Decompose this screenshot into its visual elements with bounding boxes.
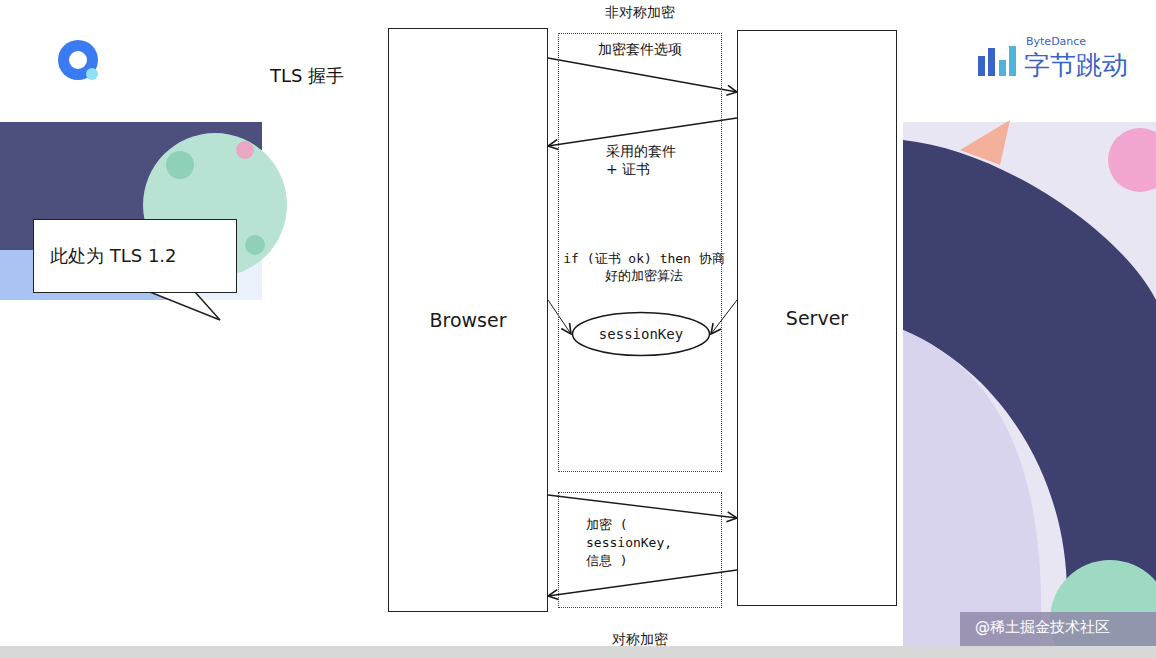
app-logo [58,40,98,80]
callout-bubble: 此处为 TLS 1.2 [33,219,237,293]
logo-bar [999,60,1006,76]
message-arrow [548,570,737,596]
planet-spot [166,151,194,179]
footer-band [960,612,1156,646]
message-arrow [548,495,737,518]
planet-spot [236,141,254,159]
logo-bar [978,56,985,76]
node-label: Server [786,307,848,329]
app-logo-hole [69,51,87,69]
message-arrow [711,300,737,334]
browser-box: Browser [388,28,548,612]
right-inner [903,330,1041,658]
app-logo-dot [86,68,98,80]
region-heading: 非对称加密 [559,4,721,22]
node-label: Browser [430,309,507,331]
brand-name: ByteDance [1026,35,1116,48]
player-bar [0,646,1156,658]
edge-label: 加密套件选项 [598,40,718,58]
pink-planet [1108,128,1156,192]
logo-bar [1009,46,1016,76]
watermark: @稀土掘金技术社区 [975,618,1145,637]
message-arrow [548,300,571,334]
comet [960,120,1010,165]
message-arrow [548,58,737,92]
message-arrow [548,118,737,146]
logo-bar [988,48,995,76]
condition-note: if (证书 ok) then 协商好的加密算法 [560,250,728,284]
region-heading: 对称加密 [559,631,721,649]
node-label: sessionKey [599,326,683,342]
brand-name-cn: 字节跳动 [1024,48,1154,83]
diagram-title: TLS 握手 [270,64,344,88]
planet-spot [245,235,265,255]
server-box: Server [737,30,897,606]
callout-tail [150,292,220,320]
session-key-ellipse: sessionKey [571,311,711,357]
edge-label: 采用的套件 + 证书 [606,142,682,178]
edge-label: 加密 ( sessionKey, 信息 ) [586,516,678,570]
node-label: 此处为 TLS 1.2 [50,244,177,268]
